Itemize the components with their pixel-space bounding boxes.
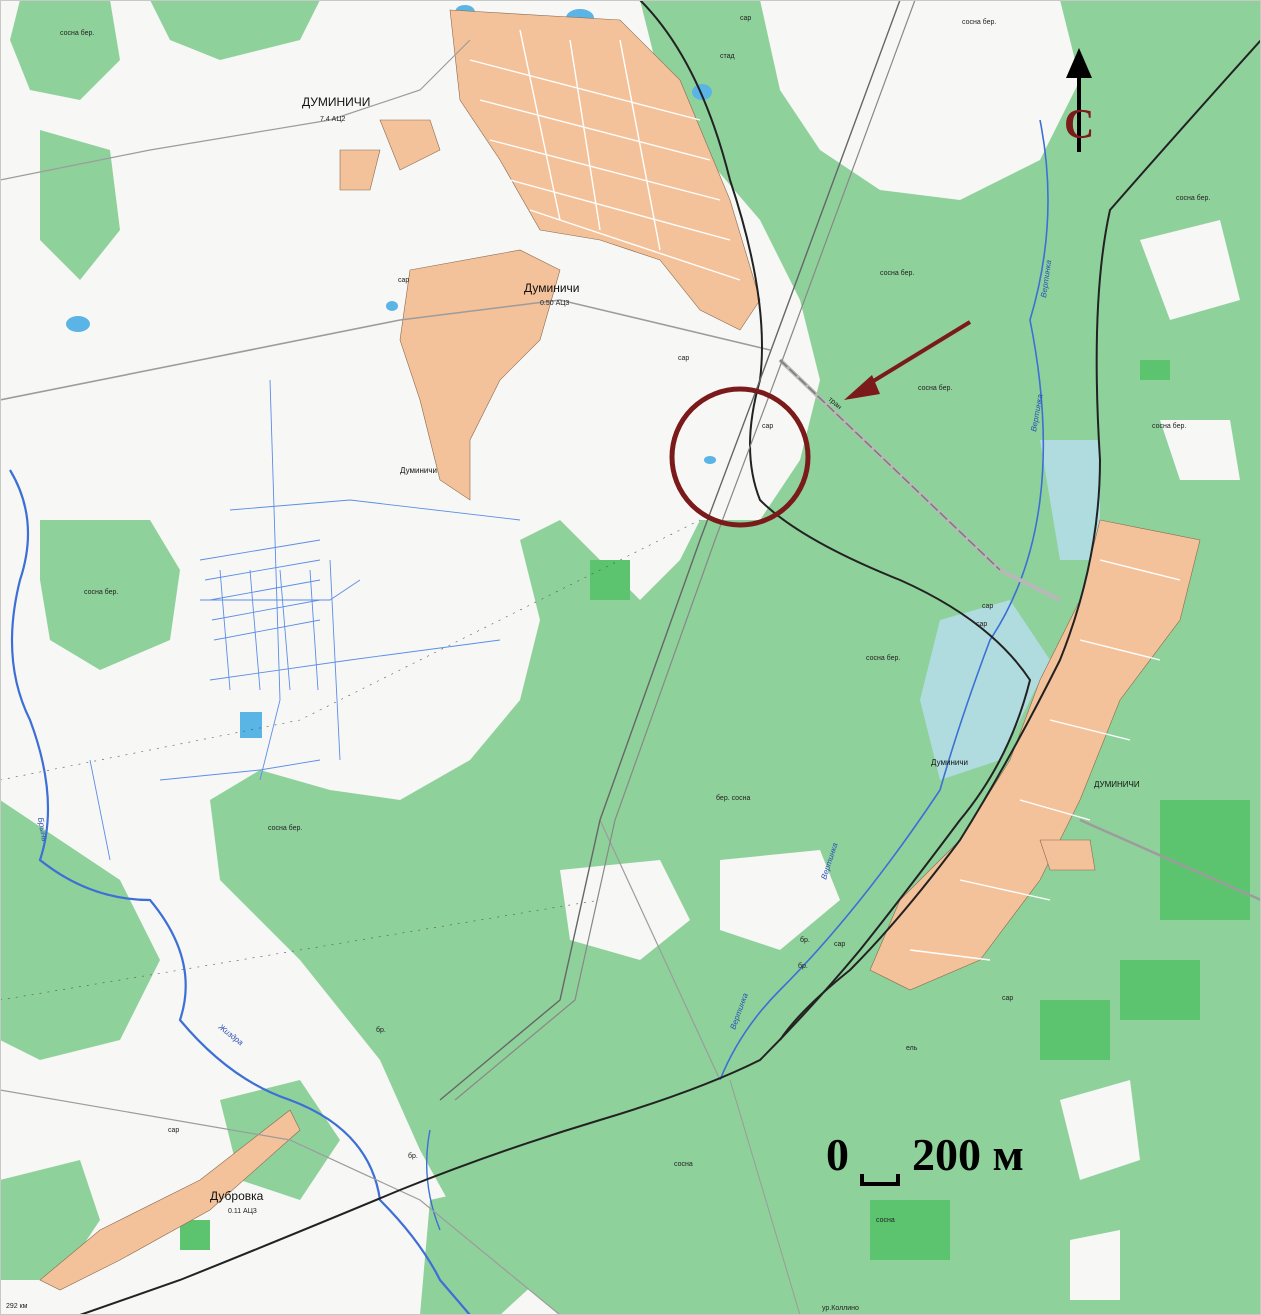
settlement-labels: ДУМИНИЧИ 7.4 АЦ2 Думиничи 0.50 АЦ3 Думин…: [210, 95, 1140, 1215]
settlement-sub: 7.4 АЦ2: [320, 116, 346, 123]
ford-label: бр.: [408, 1152, 418, 1160]
north-label: С: [1064, 102, 1094, 148]
settlement-name: Дубровка: [210, 1189, 264, 1203]
small-labels: сосна бер. сосна бер. сосна бер. сосна б…: [6, 15, 1210, 1312]
vegetation-label: сосна бер.: [1152, 422, 1186, 430]
scale-bar: 0 200 м: [826, 1129, 1024, 1186]
vegetation-label: сосна бер.: [268, 824, 302, 832]
km-label: 292 км: [6, 1303, 28, 1310]
target-circle-icon: [669, 386, 811, 528]
vegetation-label: сосна: [674, 1161, 693, 1168]
vegetation-label: сосна бер.: [962, 18, 996, 26]
settlement-sub: 0.50 АЦ3: [540, 300, 569, 307]
pointer-arrow-icon: [844, 320, 972, 400]
river-label: Брынь: [36, 817, 49, 842]
vegetation-label: сосна бер.: [866, 654, 900, 662]
ford-label: бр.: [798, 962, 808, 970]
barn-label: сар: [834, 941, 845, 948]
barn-label: сар: [1002, 995, 1013, 1002]
north-arrow-icon: [1066, 48, 1092, 152]
vegetation-label: сосна бер.: [84, 588, 118, 596]
scale-zero-label: 0: [826, 1129, 849, 1180]
wetland: [920, 440, 1100, 780]
ford-label: бр.: [376, 1026, 386, 1034]
drainage-ditches: [89, 379, 521, 861]
stadium-label: стад: [720, 53, 735, 60]
railways: [79, 0, 1261, 1315]
barn-label: сар: [976, 621, 987, 628]
settlement-name: ДУМИНИЧИ: [302, 95, 370, 109]
vegetation-label: сосна бер.: [880, 269, 914, 277]
barn-label: сар: [982, 603, 993, 610]
settlement-name: ДУМИНИЧИ: [1094, 780, 1140, 789]
vegetation-label: сосна бер.: [1176, 194, 1210, 202]
vegetation-label: ель: [906, 1045, 918, 1052]
power-lines: [0, 519, 701, 1001]
settlement-name: Думиничи: [931, 758, 968, 767]
barn-label: сар: [398, 277, 409, 284]
dense-forest: [180, 360, 1250, 1260]
vegetation-label: сосна: [876, 1217, 895, 1224]
scale-value-label: 200 м: [912, 1129, 1024, 1180]
barn-label: сар: [740, 15, 751, 22]
locality-label: ур.Коллино: [822, 1305, 859, 1312]
vegetation-label: сосна бер.: [918, 384, 952, 392]
street-grid: [469, 29, 1181, 961]
barn-label: сар: [168, 1127, 179, 1134]
roads: [0, 39, 1261, 1315]
vegetation-label: бер. сосна: [716, 794, 750, 802]
settlement-name: Думиничи: [400, 466, 437, 475]
settlement-name: Думиничи: [524, 281, 580, 295]
ford-label: бр.: [800, 936, 810, 944]
vegetation-label: сосна бер.: [60, 29, 94, 37]
barn-label: сар: [762, 423, 773, 430]
clearings: [560, 0, 1240, 1300]
barn-label: сар: [678, 355, 689, 362]
settlement-sub: 0.11 АЦ3: [228, 1208, 257, 1215]
